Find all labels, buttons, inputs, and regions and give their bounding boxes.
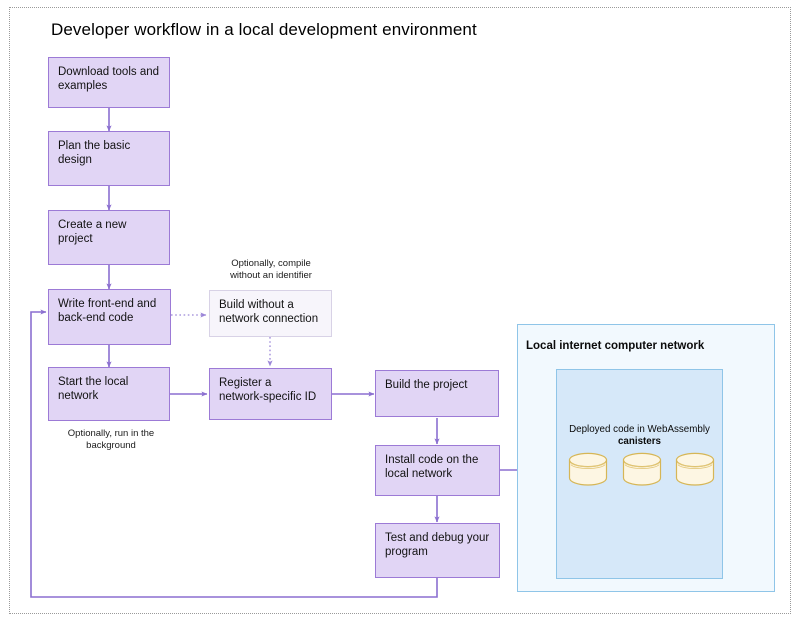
local-network-panel-title: Local internet computer network — [526, 340, 705, 352]
canister-caption-line2: canisters — [617, 436, 662, 447]
annotation-run-in-background: Optionally, run in the background — [67, 428, 155, 451]
node-write-code[interactable]: Write front-end and back-end code — [48, 289, 171, 345]
node-register-id[interactable]: Register a network-specific ID — [209, 368, 332, 420]
canister-1[interactable] — [568, 452, 608, 486]
canister-2[interactable] — [622, 452, 662, 486]
node-build-project[interactable]: Build the project — [375, 370, 499, 417]
canister-3[interactable] — [675, 452, 715, 486]
node-start-network[interactable]: Start the local network — [48, 367, 170, 421]
node-test-debug[interactable]: Test and debug your program — [375, 523, 500, 578]
node-build-offline[interactable]: Build without a network connection — [209, 290, 332, 337]
node-create-project[interactable]: Create a new project — [48, 210, 170, 265]
canister-caption: Deployed code in WebAssembly canisters — [556, 424, 723, 448]
annotation-compile-without-identifier: Optionally, compile without an identifie… — [230, 258, 312, 281]
page-title: Developer workflow in a local developmen… — [51, 20, 477, 39]
node-install-code[interactable]: Install code on the local network — [375, 445, 500, 496]
node-plan-design[interactable]: Plan the basic design — [48, 131, 170, 186]
canister-caption-line1: Deployed code in WebAssembly — [569, 424, 710, 435]
node-download-tools[interactable]: Download tools and examples — [48, 57, 170, 108]
